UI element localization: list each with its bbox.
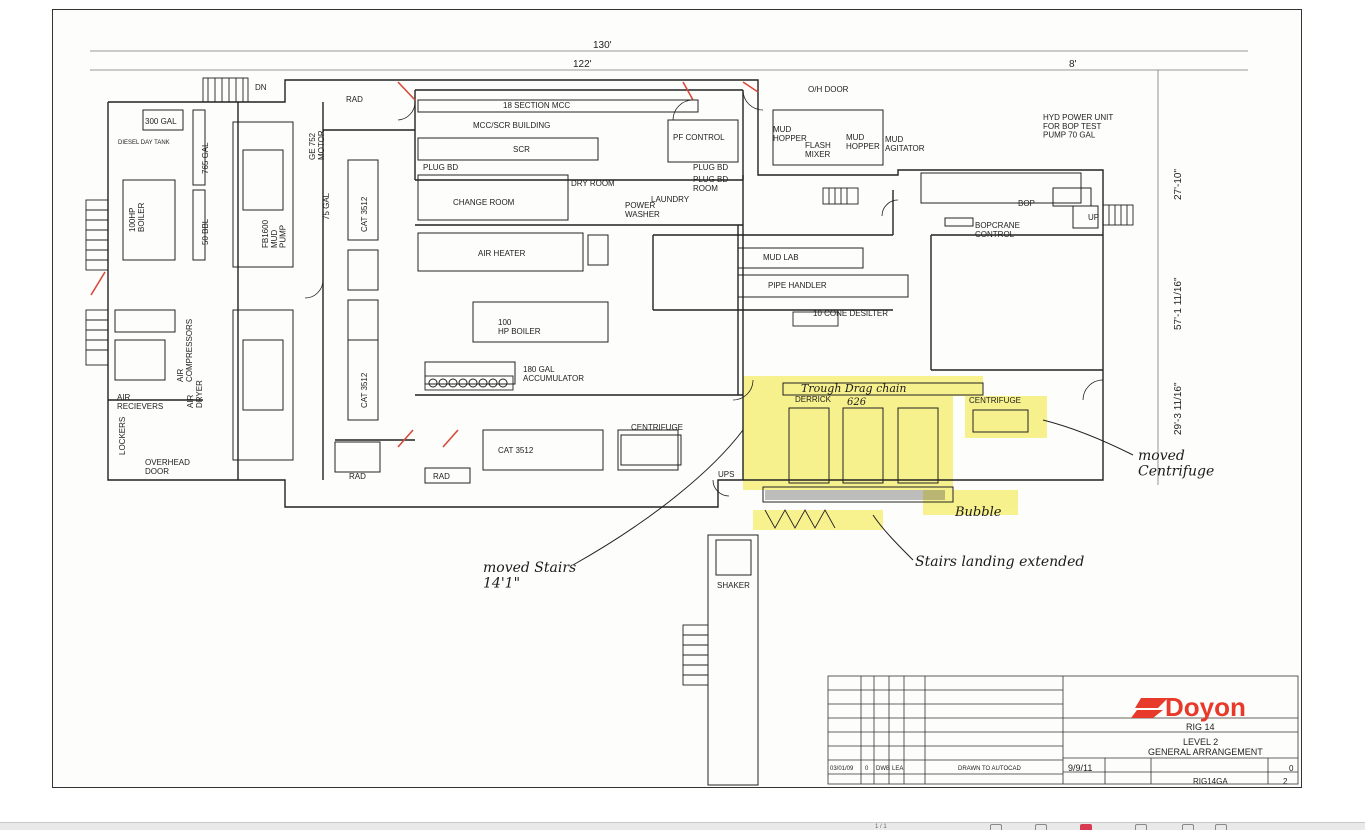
- label-oh-door: O/H DOOR: [808, 85, 849, 94]
- label-centrifuge-right: CENTRIFUGE: [969, 396, 1021, 405]
- label-100hp-boiler: 100HPBOILER: [128, 202, 146, 232]
- dim-right: 8': [1069, 59, 1077, 70]
- label-bop: BOP: [1018, 199, 1035, 208]
- label-50-bbl: 50 BBL: [201, 218, 210, 245]
- rev-date: 03/01/09: [830, 766, 854, 772]
- label-cat-1: CAT 3512: [360, 196, 369, 232]
- label-air-compressors: AIRCOMPRESSORS: [176, 319, 194, 382]
- label-derrick: DERRICK: [795, 395, 832, 404]
- label-300-gal: 300 GAL: [145, 117, 177, 126]
- label-change-room: CHANGE ROOM: [453, 198, 515, 207]
- title-line-1: LEVEL 2: [1183, 737, 1218, 747]
- dim-left: 122': [573, 59, 592, 70]
- viewer-toolbar: 1 / 1: [0, 822, 1365, 830]
- label-dry-room: DRY ROOM: [571, 179, 615, 188]
- rev-desc: DRAWN TO AUTOCAD: [958, 766, 1021, 772]
- annotation-trough: Trough Drag chain: [801, 382, 907, 395]
- rig-number: RIG 14: [1186, 722, 1215, 732]
- more-icon[interactable]: [1215, 824, 1227, 830]
- company-logo: Doyon: [1165, 692, 1246, 722]
- label-dn: DN: [255, 83, 267, 92]
- label-plug-bd-left: PLUG BD: [423, 163, 458, 172]
- label-ups: UPS: [718, 470, 734, 479]
- dim-v3: 29'-3 11/16": [1173, 382, 1184, 435]
- label-plug-bd-right: PLUG BD: [693, 163, 728, 172]
- rev-chk: LEA: [892, 766, 903, 772]
- dim-v1: 27'-10": [1173, 169, 1184, 200]
- page-indicator: 1 / 1: [875, 824, 887, 830]
- label-10-cone: 10 CONE DESILTER: [813, 309, 888, 318]
- building-walls: [107, 79, 1104, 508]
- annotation-626: 626: [847, 397, 867, 408]
- dim-overall: 130': [593, 40, 612, 51]
- title-line-2: GENERAL ARRANGEMENT: [1148, 747, 1263, 757]
- pdf-icon[interactable]: [1080, 824, 1092, 830]
- label-rad-1: RAD: [349, 472, 366, 481]
- label-up: UP: [1088, 213, 1099, 222]
- download-icon[interactable]: [1182, 824, 1194, 830]
- print-icon[interactable]: [1135, 824, 1147, 830]
- label-pipe-handler: PIPE HANDLER: [768, 281, 827, 290]
- label-pf-control: PF CONTROL: [673, 133, 725, 142]
- label-mcc-bldg: MCC/SCR BUILDING: [473, 121, 550, 130]
- dim-v2: 57'-1 11/16": [1173, 277, 1184, 330]
- title-dwg-no: RIG14GA: [1193, 777, 1228, 786]
- label-ge752: GE 752MOTOR: [308, 130, 326, 160]
- label-mud-lab: MUD LAB: [763, 253, 799, 262]
- label-centrifuge-left: CENTRIFUGE: [631, 423, 683, 432]
- title-sheet: 2: [1283, 777, 1288, 786]
- label-mud-pump-1: FB1600MUDPUMP: [261, 219, 288, 248]
- doors: [90, 81, 759, 448]
- label-laundry: LAUNDRY: [651, 195, 690, 204]
- rev-by: DWB: [876, 766, 890, 772]
- title-block: Doyon RIG 14 LEVEL 2 GENERAL ARRANGEMENT…: [827, 675, 1299, 786]
- label-air-dryer: AIRDRYER: [186, 380, 204, 408]
- title-date: 9/9/11: [1068, 763, 1092, 773]
- annotation-stairs-landing: Stairs landing extended: [915, 554, 1084, 570]
- label-scr: SCR: [513, 145, 530, 154]
- label-air-heater: AIR HEATER: [478, 249, 526, 258]
- drawing-sheet: 130' 122' 8' 27'-10" 57'-1 11/16" 29'-3 …: [52, 9, 1302, 788]
- label-75-gal: 75 GAL: [322, 192, 331, 220]
- label-765-gal: 765 GAL: [201, 142, 210, 174]
- annotation-bubble: Bubble: [954, 505, 1002, 520]
- floor-plan-drawing: 130' 122' 8' 27'-10" 57'-1 11/16" 29'-3 …: [85, 40, 1299, 786]
- label-rad-2: RAD: [433, 472, 450, 481]
- label-cat-3: CAT 3512: [498, 446, 534, 455]
- label-rad-top: RAD: [346, 95, 363, 104]
- label-mcc-18: 18 SECTION MCC: [503, 101, 570, 110]
- zoom-icon[interactable]: [1035, 824, 1047, 830]
- rev-no: 0: [865, 766, 869, 772]
- stairs: [85, 77, 1134, 686]
- label-shaker: SHAKER: [717, 581, 750, 590]
- label-diesel-day: DIESEL DAY TANK: [118, 140, 170, 146]
- label-cat-2: CAT 3512: [360, 372, 369, 408]
- title-rev: 0: [1289, 764, 1294, 773]
- fit-page-icon[interactable]: [990, 824, 1002, 830]
- label-lockers: LOCKERS: [118, 417, 127, 455]
